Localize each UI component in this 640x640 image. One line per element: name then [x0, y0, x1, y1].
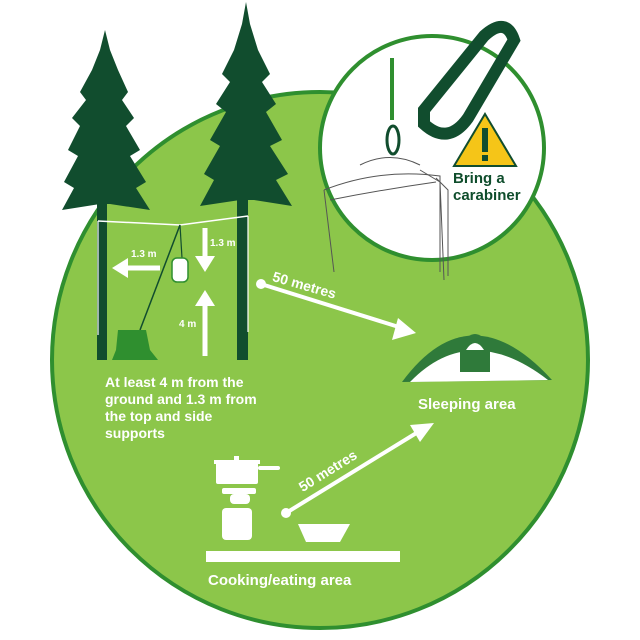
bowl-icon [298, 524, 350, 542]
cooking-area-label: Cooking/eating area [208, 572, 352, 589]
ground-bar [206, 551, 400, 562]
carabiner-warning-text: Bring a carabiner [453, 170, 521, 204]
carabiner-icon [418, 21, 521, 140]
stump-icon [112, 330, 158, 360]
food-bag-icon [171, 257, 189, 283]
clearance-arrows [112, 228, 215, 356]
ground-height-label: 4 m [179, 319, 197, 330]
top-clearance-label: 1.3 m [210, 238, 236, 249]
hang-note: At least 4 m from the ground and 1.3 m f… [105, 374, 257, 441]
sleeping-area-label: Sleeping area [418, 396, 516, 413]
side-clearance-label: 1.3 m [131, 249, 157, 260]
warning-icon [452, 112, 518, 167]
arrow-to-tent [256, 279, 416, 340]
stove-pot-icon [214, 456, 280, 540]
arrow-from-cooking [281, 423, 434, 518]
tent-icon [402, 334, 552, 382]
inset-circle [318, 34, 546, 262]
tree-icon [200, 2, 292, 360]
tree-icon [62, 30, 150, 360]
bear-bag-icon [323, 58, 449, 281]
